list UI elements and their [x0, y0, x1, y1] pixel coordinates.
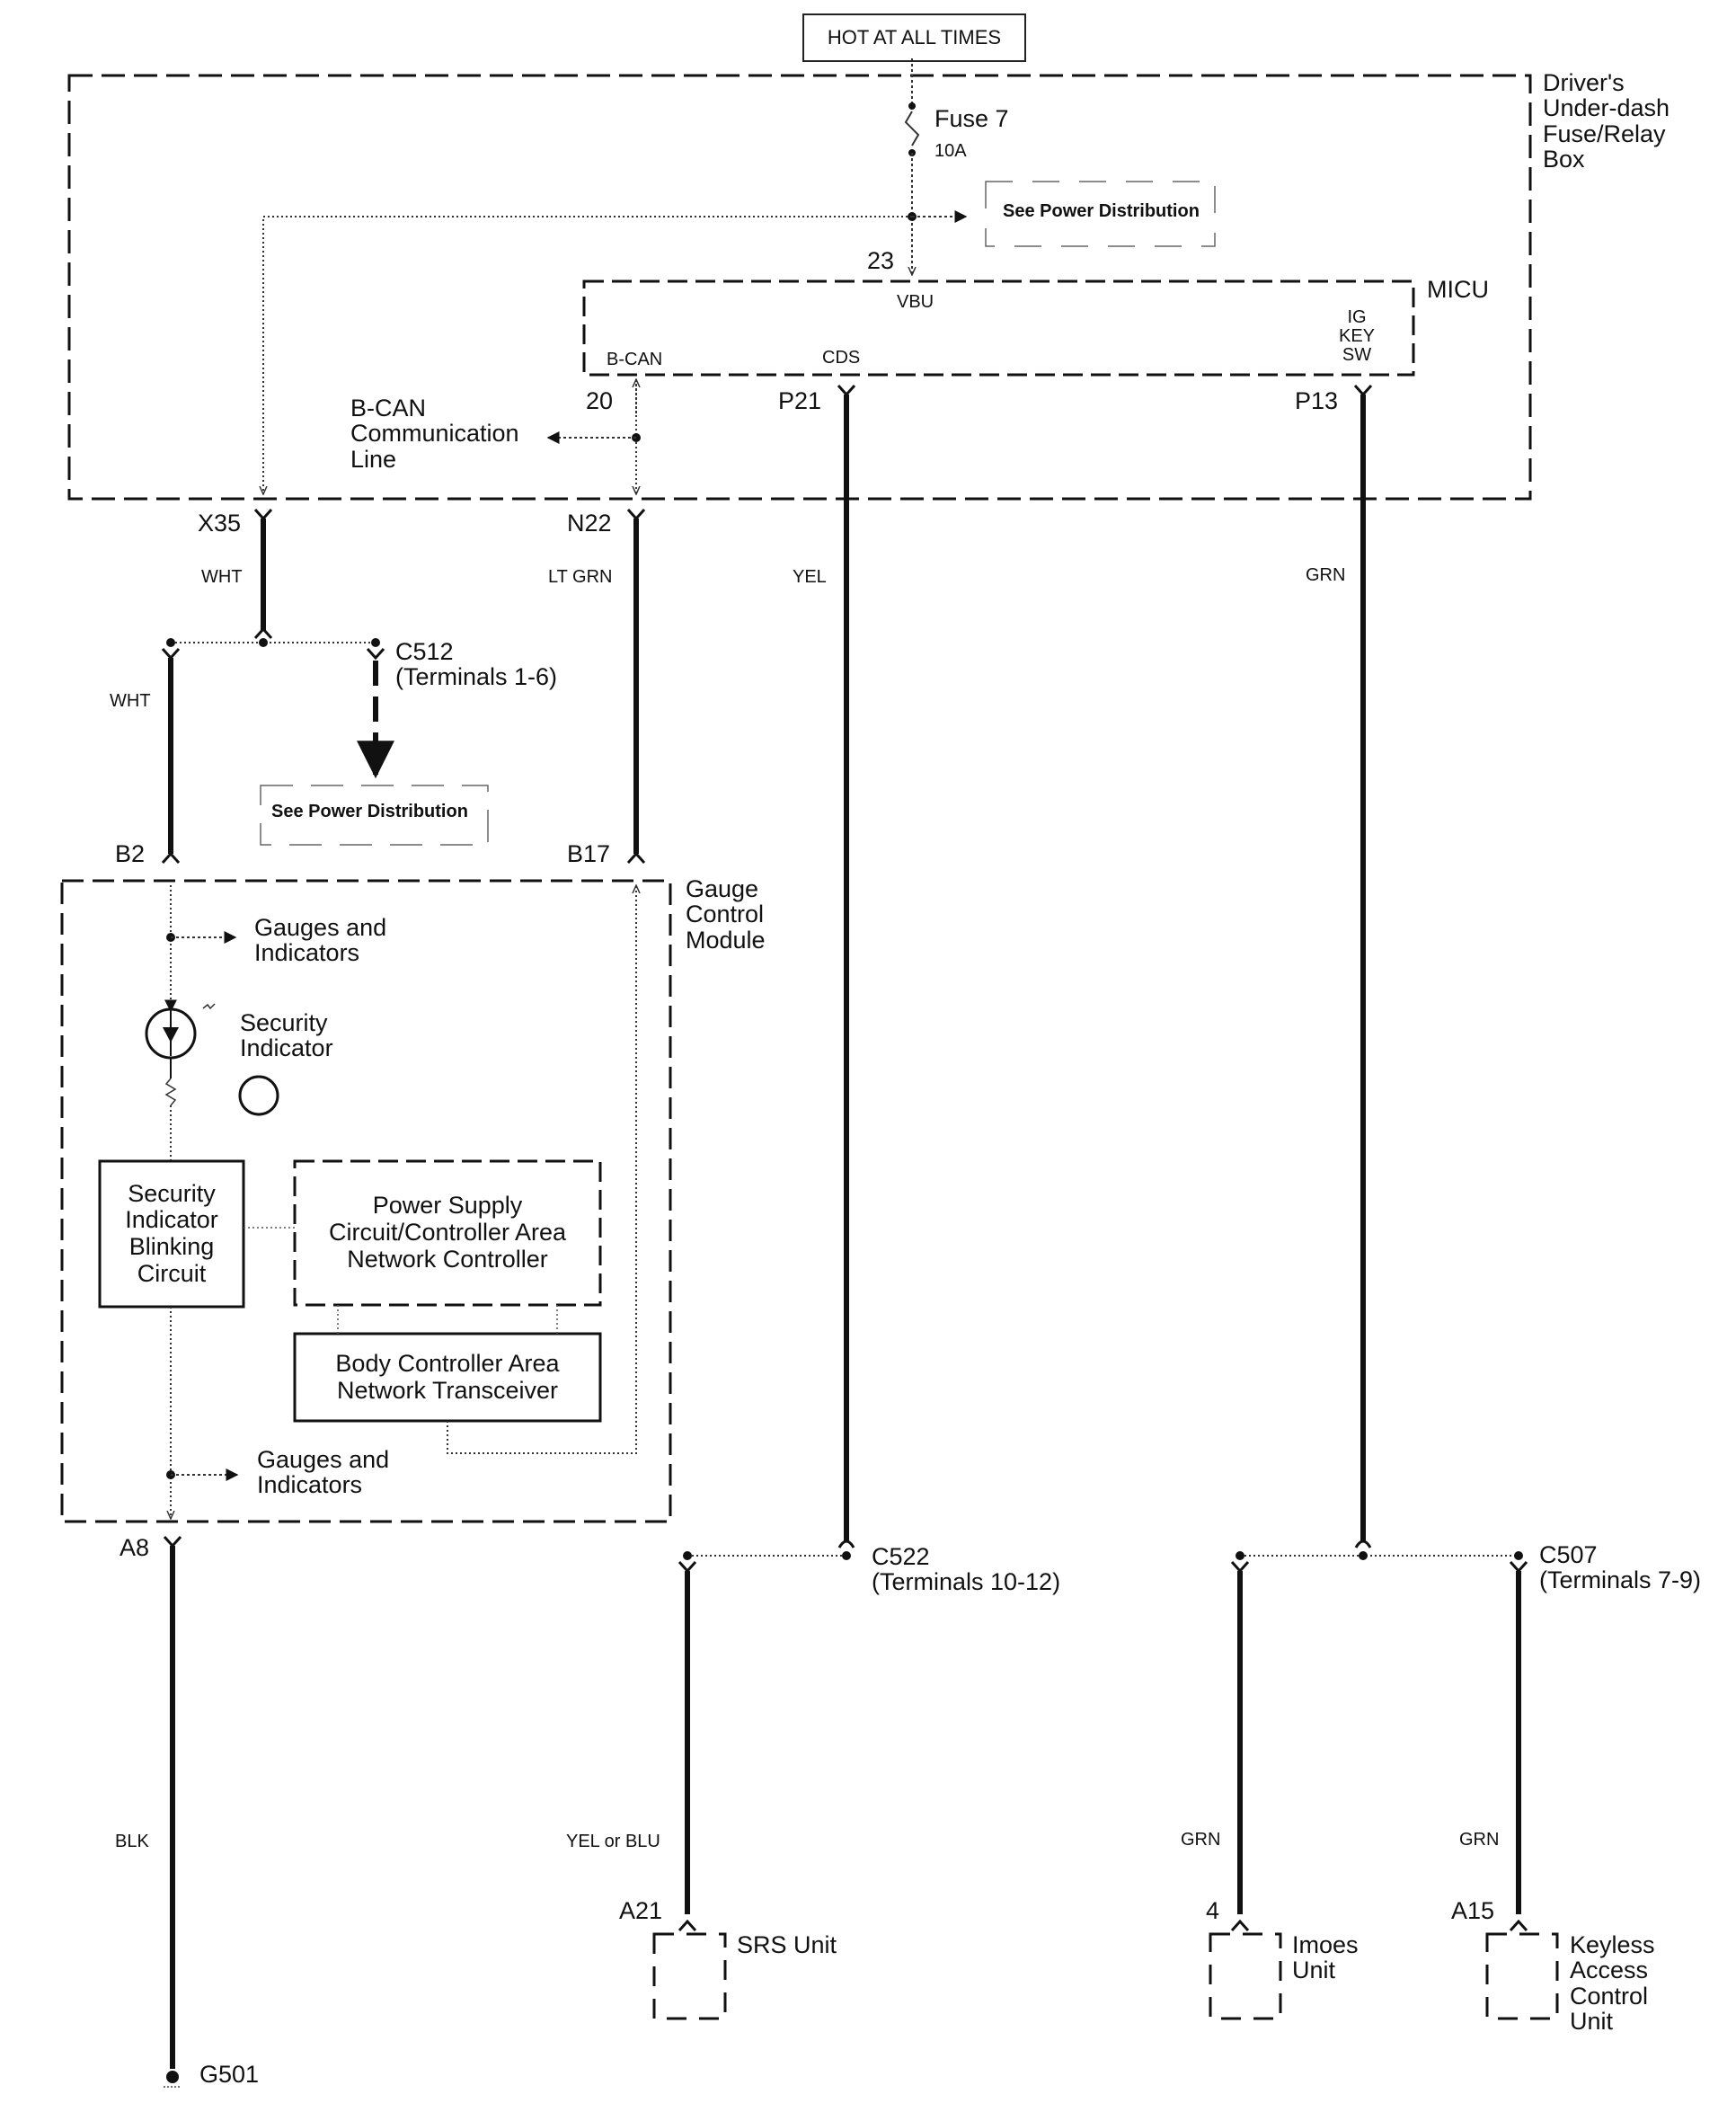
c512-terminal	[253, 626, 273, 640]
terminal-23-label: 23	[867, 247, 895, 274]
security-indicator-label: Security Indicator	[240, 1009, 333, 1062]
c507-keyless-terminal	[1509, 1560, 1528, 1574]
terminal-p13-label: P13	[1295, 387, 1339, 414]
bulb-diode-icon	[163, 1027, 179, 1043]
wire-color-keyless: GRN	[1459, 1830, 1500, 1850]
terminal-p21-label: P21	[778, 387, 822, 414]
x35-terminal	[253, 508, 273, 521]
wire-color-n22: LT GRN	[548, 567, 613, 587]
fuse-7-label: Fuse 7	[934, 105, 1009, 132]
srs-unit-label: SRS Unit	[737, 1931, 837, 1958]
gauges-indicators-top-label: Gauges and Indicators	[254, 914, 387, 967]
n22-label: N22	[567, 510, 612, 537]
ig-key-sw-label: IG KEY SW	[1339, 307, 1376, 365]
g501-label: G501	[199, 2061, 260, 2088]
c522-srs-terminal	[678, 1560, 697, 1574]
see-power-distribution-box-2	[260, 785, 489, 846]
splice-dot	[259, 638, 268, 647]
power-supply-label: Power Supply Circuit/Controller Area Net…	[328, 1192, 567, 1273]
see-power-distribution-label-2[interactable]: See Power Distribution	[271, 802, 468, 821]
splice-dot	[1236, 1551, 1244, 1560]
body-can-transceiver-label: Body Controller Area Network Transceiver	[335, 1349, 560, 1404]
micu-outline	[582, 280, 1415, 377]
p21-terminal	[837, 384, 856, 397]
a15-label: A15	[1451, 1897, 1495, 1924]
splice-dot	[371, 638, 380, 647]
c507-terminal	[1354, 1540, 1372, 1548]
b2-label: B2	[115, 840, 146, 867]
a15-terminal	[1509, 1919, 1528, 1932]
c522-label: C522 (Terminals 10-12)	[872, 1543, 1061, 1596]
terminal-20-label: 20	[586, 387, 614, 414]
wire-color-srs: YEL or BLU	[566, 1832, 660, 1851]
wire-color-p13: GRN	[1306, 565, 1346, 585]
resistor-icon	[164, 1078, 177, 1106]
wire-color-a8: BLK	[115, 1832, 149, 1851]
b17-label: B17	[567, 840, 611, 867]
c507-imoes-terminal	[1230, 1560, 1250, 1574]
b17-terminal	[626, 851, 646, 865]
b-can-pin-label: B-CAN	[607, 350, 663, 369]
fuse-7-symbol	[904, 58, 920, 275]
ground-g501-icon	[166, 2071, 179, 2083]
c512-label: C512 (Terminals 1-6)	[395, 638, 558, 691]
branch-to-x35	[263, 216, 912, 494]
c522-terminal	[837, 1540, 855, 1548]
fuse-rating: 10A	[934, 141, 967, 161]
splice-dot	[1514, 1551, 1523, 1560]
hot-at-all-times-box: HOT AT ALL TIMES	[802, 13, 1026, 62]
c512-branch-terminal	[366, 647, 385, 661]
splice-dot	[166, 638, 175, 647]
n22-terminal	[626, 508, 646, 521]
srs-unit-box	[652, 1932, 727, 2020]
fuse-relay-box-label: Driver's Under-dash Fuse/Relay Box	[1543, 69, 1670, 173]
power-supply-box	[293, 1159, 602, 1307]
light-rays-icon	[202, 1003, 216, 1010]
imoes-unit-box	[1209, 1932, 1282, 2020]
c512-b2-terminal	[161, 647, 181, 661]
cds-label: CDS	[822, 348, 861, 368]
terminal-4-label: 4	[1206, 1897, 1220, 1924]
see-power-distribution-label-1[interactable]: See Power Distribution	[1003, 201, 1200, 221]
imoes-unit-label: Imoes Unit	[1292, 1931, 1359, 1984]
b2-terminal	[161, 851, 181, 865]
splice-dot	[1359, 1551, 1368, 1560]
a21-terminal	[678, 1919, 697, 1932]
wire-color-b2: WHT	[110, 691, 151, 711]
b17-internal-line	[447, 885, 636, 1454]
fuse-relay-box-outline	[67, 74, 1532, 501]
c507-label: C507 (Terminals 7-9)	[1539, 1541, 1702, 1594]
wire-color-x35: WHT	[201, 567, 243, 587]
splice-dot	[683, 1551, 692, 1560]
gauge-control-module-outline	[60, 879, 672, 1523]
a21-label: A21	[619, 1897, 663, 1924]
a8-terminal	[163, 1535, 182, 1548]
terminal-4	[1230, 1919, 1250, 1932]
micu-label: MICU	[1427, 276, 1489, 303]
keyless-unit-box	[1485, 1932, 1559, 2020]
keyless-unit-label: Keyless Access Control Unit	[1570, 1931, 1655, 2036]
gauge-control-module-label: Gauge Control Module	[686, 875, 766, 954]
blinking-circuit-label: Security Indicator Blinking Circuit	[125, 1179, 218, 1287]
b-can-communication-line-label: B-CAN Communication Line	[350, 395, 519, 473]
gauges-indicators-bottom-label: Gauges and Indicators	[257, 1446, 390, 1499]
splice-dot	[842, 1551, 851, 1560]
vbu-label: VBU	[897, 292, 934, 312]
see-power-distribution-box-1	[985, 181, 1216, 247]
indicator-symbol-circle	[238, 1075, 279, 1116]
a8-label: A8	[120, 1534, 150, 1561]
x35-label: X35	[198, 510, 242, 537]
p13-terminal	[1353, 384, 1373, 397]
wires	[161, 384, 1528, 2069]
wire-color-imoes: GRN	[1181, 1830, 1221, 1850]
wire-color-p21: YEL	[793, 567, 827, 587]
